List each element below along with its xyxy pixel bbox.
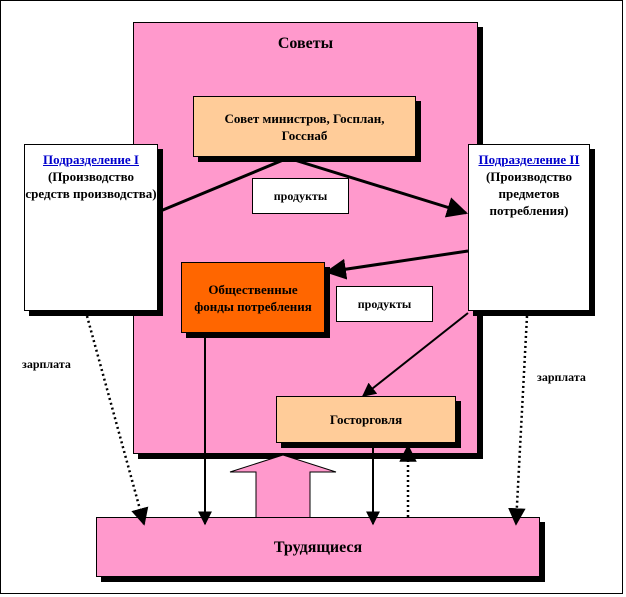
division-2-desc: (Производство предметов потребления) [485,169,573,218]
public-funds-text: Общественные фонды потребления [194,281,312,314]
division-1-desc: (Производство средств производства) [25,169,157,201]
products-label-1: продукты [252,178,349,214]
sovet-ministrov-box: Совет министров, Госплан, Госснаб [193,96,416,157]
products-label-2-text: продукты [357,296,412,311]
division-2-box: Подразделение II (Производство предметов… [468,144,590,311]
upward-hollow-arrow [229,454,337,519]
workers-text: Трудящиеся [273,538,363,556]
public-funds-box: Общественные фонды потребления [181,262,325,333]
products-label-2: продукты [336,286,433,322]
sovety-title: Советы [277,35,334,52]
division-1-link[interactable]: Подразделение I [42,152,139,167]
salary-label-left: зарплата [22,357,71,371]
gostorg-text: Госторговля [329,412,403,427]
division-2-link[interactable]: Подразделение II [478,152,580,167]
products-label-1-text: продукты [273,188,328,203]
gostorg-box: Госторговля [276,396,456,443]
arrow-sovmin-to-div2 [287,156,469,218]
sovet-ministrov-text: Совет министров, Госплан, Госснаб [224,110,385,143]
sovety-block: Советы [133,22,478,454]
arrow-div2-to-gostorg [361,312,469,397]
arrow-salary-right [508,315,529,526]
workers-box: Трудящиеся [96,517,540,577]
arrow-div1-to-sovmin [157,156,289,214]
division-1-box: Подразделение I (Производство средств пр… [24,144,158,311]
arrow-salary-left [85,315,149,526]
arrow-div2-to-public-funds [324,249,469,280]
salary-label-right: зарплата [537,370,586,384]
